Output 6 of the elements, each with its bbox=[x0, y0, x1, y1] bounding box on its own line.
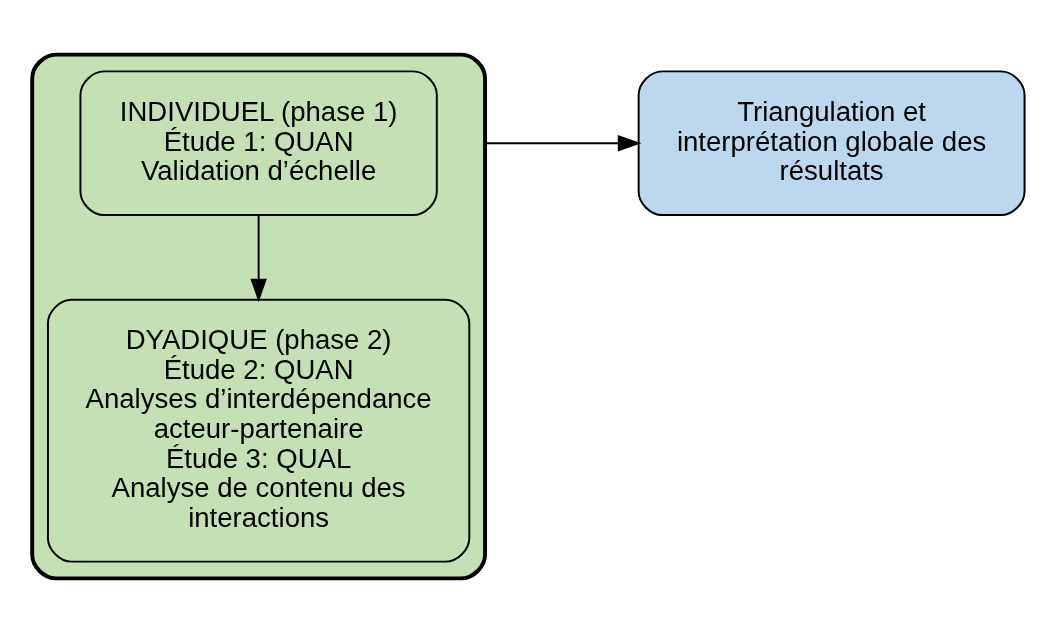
node-box: INDIVIDUEL (phase 1) Étude 1: QUAN Validation d’échelle bbox=[79, 70, 438, 217]
node-box: DYADIQUE (phase 2) Étude 2: QUAN Analyses d’interdépendance acteur-partenaire Étude 3: QUAL Analyse de contenu des interactions bbox=[46, 298, 471, 563]
arrow bbox=[250, 214, 267, 303]
cluster bbox=[30, 52, 488, 581]
node-box: Triangulation et interprétation globale des résultats bbox=[637, 70, 1026, 217]
arrow bbox=[484, 134, 642, 152]
